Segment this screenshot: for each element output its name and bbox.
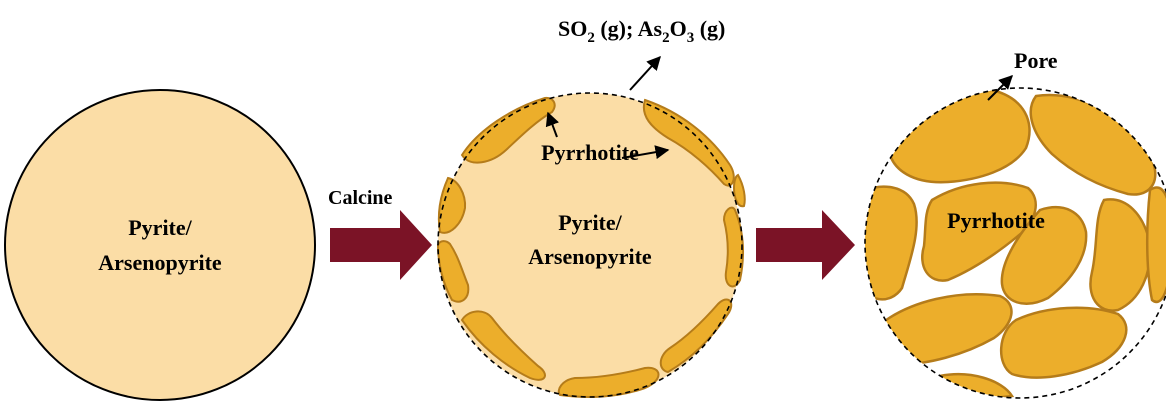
pyrrhotite-pointer-right	[621, 145, 670, 160]
transform-arrow	[756, 210, 855, 280]
rim-patch-bottom-left	[460, 310, 546, 381]
particle2-label-line2: Arsenopyrite	[528, 244, 652, 269]
rim-patch-bottom-right	[659, 298, 733, 374]
rim-patch-left	[436, 240, 470, 303]
particle-porous-pyrrhotite: Pyrrhotite Pore	[864, 48, 1166, 399]
pyrrhotite-grain	[886, 88, 1031, 184]
pyrrhotite-rim	[436, 96, 746, 398]
pyrrhotite-grain	[865, 185, 918, 301]
pore-label: Pore	[1014, 48, 1058, 73]
calcine-arrow	[330, 210, 432, 280]
particle1-label-line2: Arsenopyrite	[98, 250, 222, 275]
particle-unreacted: Pyrite/ Arsenopyrite	[4, 89, 316, 401]
particle3-label: Pyrrhotite	[947, 208, 1045, 233]
rim-patch-right-top	[732, 173, 746, 208]
pyrrhotite-grain	[928, 372, 1015, 398]
pyrrhotite-grain	[869, 293, 1013, 366]
rim-patch-top-right	[642, 98, 735, 187]
particle2-label-line1: Pyrite/	[558, 210, 622, 235]
pyrrhotite-layer-label: Pyrrhotite	[541, 140, 639, 165]
unreacted-particle	[4, 89, 316, 401]
pyrrhotite-grain	[999, 306, 1128, 379]
partial-outline	[437, 92, 743, 398]
pore-pointer	[987, 75, 1013, 101]
calcine-label: Calcine	[328, 187, 393, 209]
particle1-label-line1: Pyrite/	[128, 215, 192, 240]
pyrrhotite-pointer-left	[545, 111, 559, 138]
pyrrhotite-grain	[1145, 186, 1166, 304]
rim-patch-left-top	[437, 176, 467, 234]
pyrrhotite-grain	[1089, 198, 1152, 312]
gas-release-arrow	[629, 55, 661, 91]
pyrrhotite-grain	[1000, 205, 1088, 305]
porous-outline	[864, 87, 1166, 399]
gas-products-label: SO2 (g); As2O3 (g)	[558, 16, 725, 46]
partial-core	[438, 93, 742, 397]
pyrrhotite-grain	[1029, 93, 1157, 196]
rim-patch-bottom	[557, 366, 660, 398]
pyrrhotite-grain	[921, 181, 1037, 282]
particle-partially-reacted: Pyrite/ Arsenopyrite Pyrrhotite SO2 (g);…	[436, 16, 746, 398]
rim-patch-top-left	[460, 96, 556, 164]
rim-patch-right	[722, 206, 744, 288]
calcine-arrow-group: Calcine	[328, 187, 432, 280]
